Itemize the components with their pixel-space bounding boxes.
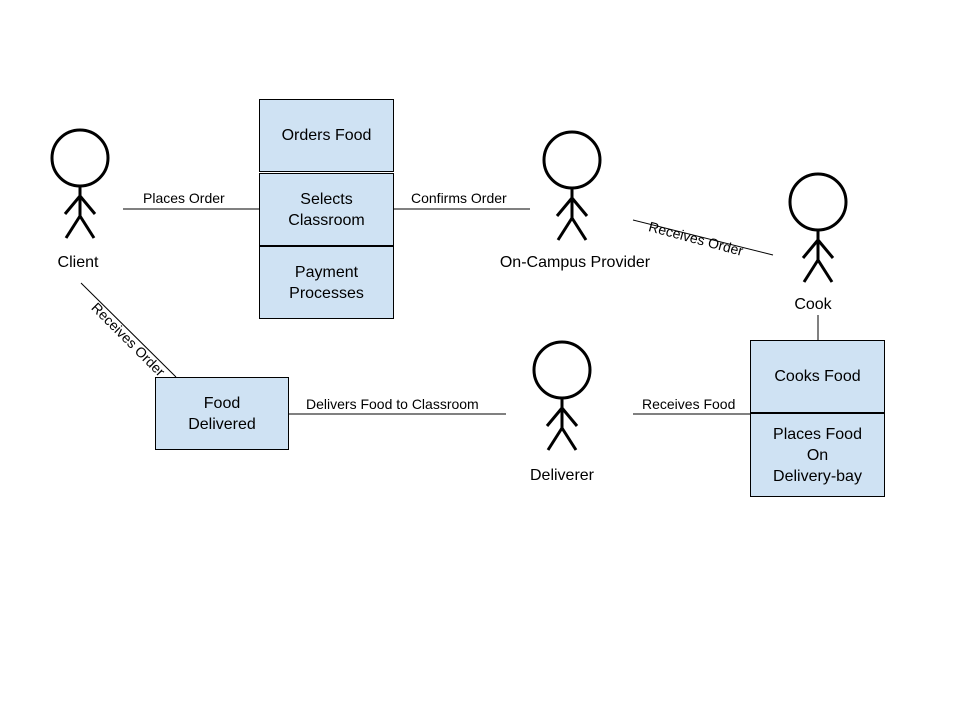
delivers-food-label: Delivers Food to Classroom [306,396,479,412]
orders-food-box: Orders Food [259,99,394,172]
cook-label: Cook [794,296,832,313]
deliverer-actor-icon [532,340,592,451]
cooks-food-box: Cooks Food [750,340,885,413]
selects-classroom-box: Selects Classroom [259,173,394,246]
provider-label: On-Campus Provider [499,254,651,271]
cook-actor-icon [788,172,848,283]
provider-actor-icon [542,130,602,241]
confirms-order-label: Confirms Order [411,190,507,206]
payment-processes-box: Payment Processes [259,246,394,319]
food-delivered-box: Food Delivered [155,377,289,450]
receives-food-label: Receives Food [642,396,736,412]
places-food-box: Places Food On Delivery-bay [750,413,885,497]
edge-provider-to-cook [632,219,774,256]
client-actor-icon [50,128,110,239]
places-order-label: Places Order [143,190,225,206]
client-label: Client [57,254,99,271]
deliverer-label: Deliverer [529,467,595,484]
edge-client-to-food-delivered [80,282,177,378]
